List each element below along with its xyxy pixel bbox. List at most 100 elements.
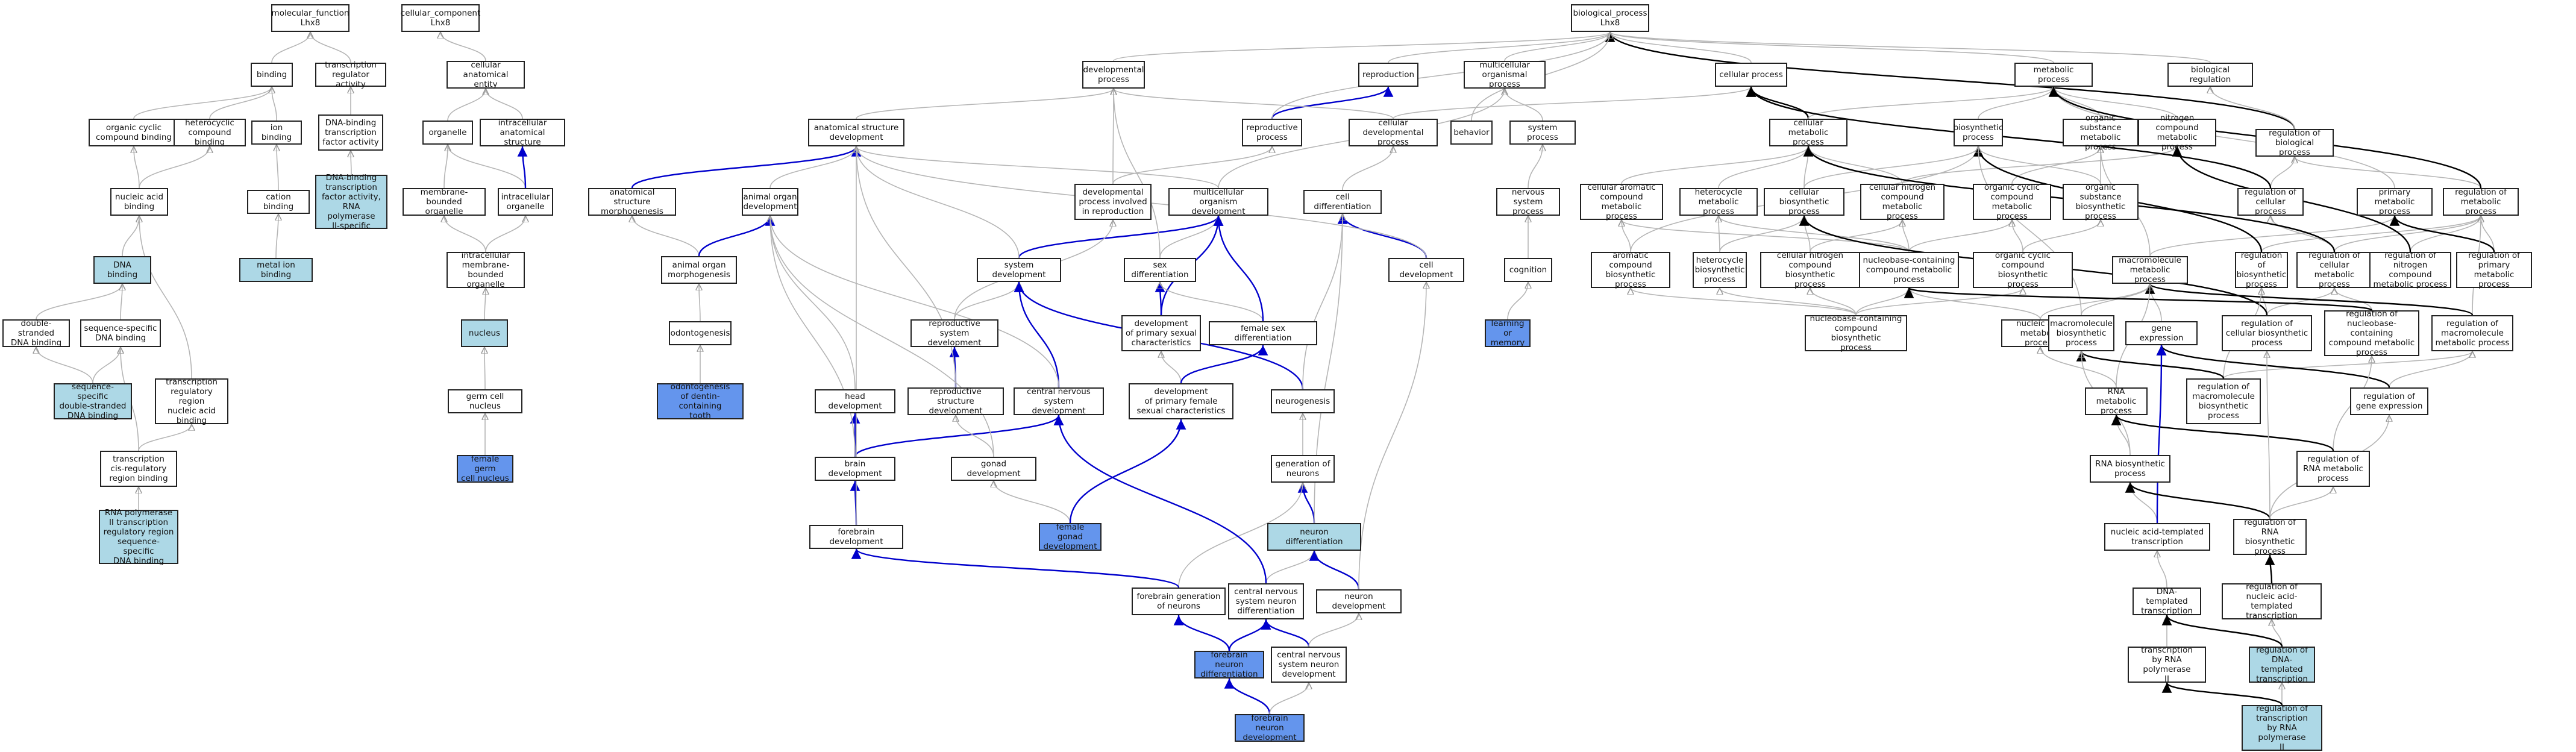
go-node-multi-org[interactable]: multicellular organismal process <box>1464 60 1546 89</box>
go-node-female-sex-diff[interactable]: female sex differentiation <box>1209 321 1317 345</box>
go-node-reg-cell-proc[interactable]: regulation of cellular process <box>2237 187 2304 216</box>
go-node-metal-ion[interactable]: metal ion binding <box>239 258 313 282</box>
go-node-mbo[interactable]: membrane-bounded organelle <box>403 187 486 216</box>
go-node-dev-repro[interactable]: developmental process involved in reprod… <box>1074 184 1152 220</box>
go-node-rna-biosyn[interactable]: RNA biosynthetic process <box>2090 455 2170 483</box>
go-node-org-sub[interactable]: organic substance metabolic process <box>2063 113 2139 152</box>
go-node-imbo[interactable]: intracellular membrane-bounded organelle <box>447 251 525 289</box>
go-node-dev-proc[interactable]: developmental process <box>1082 61 1145 89</box>
go-node-rnap2-bind[interactable]: RNA polymerase II transcription regulato… <box>99 508 178 566</box>
go-node-dev-prim-female[interactable]: development of primary female sexual cha… <box>1129 383 1233 419</box>
go-node-macro-biosyn[interactable]: macromolecule biosynthetic process <box>2048 315 2114 351</box>
go-node-seq-dna[interactable]: sequence-specific DNA binding <box>80 319 161 347</box>
go-node-dna-templ[interactable]: DNA-templated transcription <box>2133 587 2201 616</box>
go-node-reg-cell-metab[interactable]: regulation of cellular metabolic process <box>2296 251 2372 289</box>
go-node-nucleus[interactable]: nucleus <box>461 319 508 347</box>
go-node-ss-ds-dna[interactable]: sequence-specific double-stranded DNA bi… <box>54 382 132 421</box>
go-node-cell-proc[interactable]: cellular process <box>1715 63 1787 87</box>
go-node-aod[interactable]: animal organ development <box>742 188 798 216</box>
go-node-reg-bio[interactable]: regulation of biological process <box>2255 128 2334 157</box>
go-node-org-cyc[interactable]: organic cyclic compound binding <box>89 119 179 146</box>
go-node-cc[interactable]: cellular_component Lhx8 <box>401 4 480 32</box>
go-node-bio-reg[interactable]: biological regulation <box>2167 63 2253 87</box>
go-node-sys-dev[interactable]: system development <box>977 258 1061 282</box>
go-node-rna-metab[interactable]: RNA metabolic process <box>2085 387 2148 416</box>
go-node-multi-dev[interactable]: multicellular organism development <box>1168 187 1268 216</box>
go-node-macro-metab[interactable]: macromolecule metabolic process <box>2112 255 2188 284</box>
go-node-gen-neurons[interactable]: generation of neurons <box>1271 455 1335 483</box>
go-node-reg-na-templ[interactable]: regulation of nucleic acid-templated tra… <box>2222 582 2322 621</box>
go-node-cae[interactable]: cellular anatomical entity <box>447 60 525 89</box>
go-node-reg-trans-pol2[interactable]: regulation of transcription by RNA polym… <box>2242 704 2322 752</box>
go-node-brain-dev[interactable]: brain development <box>815 457 895 481</box>
go-node-dev-prim-sex[interactable]: development of primary sexual characteri… <box>1121 315 1201 351</box>
go-node-reg-biosyn[interactable]: regulation of biosynthetic process <box>2235 251 2288 289</box>
go-node-reg-macro-biosyn[interactable]: regulation of macromolecule biosynthetic… <box>2186 378 2261 424</box>
go-node-cns-dev[interactable]: central nervous system development <box>1014 387 1104 416</box>
go-node-neuron-dev[interactable]: neuron development <box>1316 589 1402 613</box>
go-node-germ-nuc[interactable]: germ cell nucleus <box>448 389 522 413</box>
go-node-sex-diff[interactable]: sex differentiation <box>1124 258 1196 282</box>
go-node-odontogenesis[interactable]: odontogenesis <box>669 321 732 345</box>
go-node-nuc-acid-bind[interactable]: nucleic acid binding <box>110 188 168 216</box>
go-node-cns-neuron-dev[interactable]: central nervous system neuron developmen… <box>1271 647 1347 683</box>
go-node-metab[interactable]: metabolic process <box>2014 63 2093 87</box>
go-node-reg-dna-templ[interactable]: regulation of DNA-templated transcriptio… <box>2249 645 2315 684</box>
go-node-reg-nb-metab[interactable]: regulation of nucleobase-containing comp… <box>2324 309 2419 357</box>
go-node-intra-anat[interactable]: intracellular anatomical structure <box>480 118 565 147</box>
go-node-asm[interactable]: anatomical structure morphogenesis <box>588 187 676 216</box>
go-node-reg-rna-biosyn[interactable]: regulation of RNA biosynthetic process <box>2233 518 2307 556</box>
go-node-asd[interactable]: anatomical structure development <box>808 119 904 146</box>
go-node-cell-nit-biosyn[interactable]: cellular nitrogen compound biosynthetic … <box>1760 251 1860 289</box>
go-node-prim-metab[interactable]: primary metabolic process <box>2357 187 2433 216</box>
go-node-na-templ[interactable]: nucleic acid-templated transcription <box>2104 523 2210 551</box>
go-node-cell-diff[interactable]: cell differentiation <box>1303 190 1382 214</box>
go-node-org-sub-biosyn[interactable]: organic substance biosynthetic process <box>2063 183 2139 221</box>
go-node-arom-biosyn[interactable]: aromatic compound biosynthetic process <box>1591 251 1670 289</box>
go-node-dna-bind[interactable]: DNA binding <box>93 256 151 284</box>
go-node-biosyn[interactable]: biosynthetic process <box>1954 119 2003 146</box>
go-node-tcre[interactable]: transcription cis-regulatory region bind… <box>100 451 177 487</box>
go-node-binding[interactable]: binding <box>251 63 293 87</box>
go-node-female-gonad[interactable]: female gonad development <box>1039 522 1102 551</box>
go-node-reg-rna-metab[interactable]: regulation of RNA metabolic process <box>2296 451 2370 487</box>
go-node-neurogenesis[interactable]: neurogenesis <box>1271 389 1335 413</box>
go-node-reg-macro-metab[interactable]: regulation of macromolecule metabolic pr… <box>2431 315 2513 351</box>
go-node-nit-comp[interactable]: nitrogen compound metabolic process <box>2138 113 2216 152</box>
go-node-het-bind[interactable]: heterocyclic compound binding <box>174 118 246 147</box>
go-node-trr-na[interactable]: transcription regulatory region nucleic … <box>155 377 228 425</box>
go-node-organelle[interactable]: organelle <box>422 121 473 145</box>
go-node-trans-reg[interactable]: transcription regulator activity <box>315 60 386 89</box>
go-node-gonad-dev[interactable]: gonad development <box>951 457 1036 481</box>
go-node-reg-gene-expr[interactable]: regulation of gene expression <box>2350 387 2428 415</box>
go-node-reg-metab[interactable]: regulation of metabolic process <box>2443 187 2519 216</box>
go-node-org-cyc-biosyn[interactable]: organic cyclic compound biosynthetic pro… <box>1973 251 2073 289</box>
go-node-intra-org[interactable]: intracellular organelle <box>498 188 553 216</box>
go-node-sys-proc[interactable]: system process <box>1509 121 1576 145</box>
go-node-cell-biosyn[interactable]: cellular biosynthetic process <box>1764 187 1844 216</box>
go-node-behavior[interactable]: behavior <box>1450 121 1493 145</box>
go-node-neuron-diff[interactable]: neuron differentiation <box>1267 523 1361 551</box>
go-node-org-cyc-metab[interactable]: organic cyclic compound metabolic proces… <box>1973 183 2051 221</box>
go-node-bp[interactable]: biological_process Lhx8 <box>1571 4 1649 32</box>
go-node-nerv-sys-proc[interactable]: nervous system process <box>1496 187 1560 216</box>
go-node-fb-gen[interactable]: forebrain generation of neurons <box>1132 588 1226 615</box>
go-node-cell-metab[interactable]: cellular metabolic process <box>1769 118 1847 147</box>
go-node-repro-proc[interactable]: reproductive process <box>1242 119 1302 146</box>
go-node-aom[interactable]: animal organ morphogenesis <box>661 256 737 284</box>
go-node-odon-dentin[interactable]: odontogenesis of dentin-containing tooth <box>657 382 744 421</box>
go-node-learning[interactable]: learning or memory <box>1485 319 1531 348</box>
go-node-dbtf-pol2[interactable]: DNA-binding transcription factor activit… <box>315 173 387 231</box>
go-node-cell-arom[interactable]: cellular aromatic compound metabolic pro… <box>1580 183 1663 221</box>
go-node-cation-bind[interactable]: cation binding <box>247 190 310 214</box>
go-node-cell-nit[interactable]: cellular nitrogen compound metabolic pro… <box>1860 183 1945 221</box>
go-node-female-germ[interactable]: female germ cell nucleus <box>457 454 513 483</box>
go-node-het-biosyn[interactable]: heterocycle biosynthetic process <box>1693 252 1747 288</box>
go-node-reg-prim-metab[interactable]: regulation of primary metabolic process <box>2456 251 2532 289</box>
go-node-gene-expr[interactable]: gene expression <box>2125 321 2198 345</box>
go-node-het-metab[interactable]: heterocycle metabolic process <box>1679 187 1758 216</box>
go-node-repro-sys-dev[interactable]: reproductive system development <box>910 319 998 348</box>
go-node-cns-neuron-diff[interactable]: central nervous system neuron differenti… <box>1228 583 1304 619</box>
go-node-mf[interactable]: molecular_function Lhx8 <box>271 4 349 32</box>
go-node-reg-cell-biosyn[interactable]: regulation of cellular biosynthetic proc… <box>2222 315 2312 351</box>
